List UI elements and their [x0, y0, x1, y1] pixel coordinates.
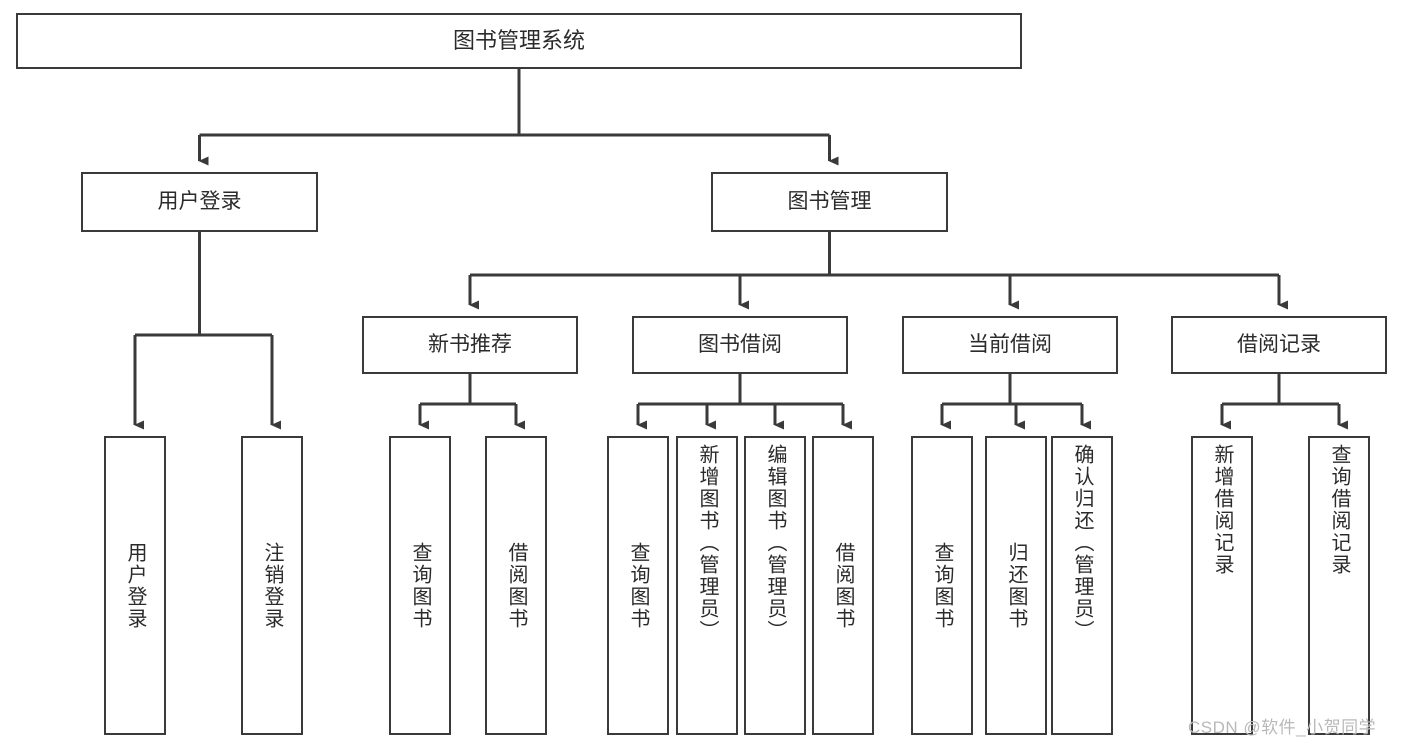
node-leaf-user-login[interactable]: 用户登录	[104, 436, 166, 735]
node-current-borrow[interactable]: 当前借阅	[902, 316, 1118, 374]
node-label: 确认归还（管理员）	[1071, 444, 1093, 642]
node-label: 新书推荐	[428, 332, 512, 356]
node-label: 归还图书	[1005, 541, 1027, 630]
node-label: 图书借阅	[698, 332, 782, 356]
node-label: 查询借阅记录	[1328, 444, 1350, 576]
node-leaf-query-book-3[interactable]: 查询图书	[911, 436, 973, 735]
node-leaf-return-book[interactable]: 归还图书	[985, 436, 1047, 735]
node-leaf-query-book-2[interactable]: 查询图书	[607, 436, 669, 735]
node-label: 查询图书	[931, 541, 953, 630]
node-borrow-record[interactable]: 借阅记录	[1171, 316, 1387, 374]
node-book-borrow[interactable]: 图书借阅	[632, 316, 848, 374]
node-label: 查询图书	[409, 541, 431, 630]
node-leaf-borrow-book-1[interactable]: 借阅图书	[485, 436, 547, 735]
node-leaf-confirm-return[interactable]: 确认归还（管理员）	[1051, 436, 1113, 735]
node-label: 用户登录	[157, 189, 242, 213]
node-user-login[interactable]: 用户登录	[81, 172, 318, 232]
node-book-manage[interactable]: 图书管理	[711, 172, 948, 232]
node-label: 编辑图书（管理员）	[764, 444, 786, 642]
node-leaf-add-book[interactable]: 新增图书（管理员）	[676, 436, 738, 735]
node-label: 查询图书	[627, 541, 649, 630]
node-label: 新增图书（管理员）	[696, 444, 718, 642]
node-label: 注销登录	[261, 541, 283, 630]
node-leaf-edit-book[interactable]: 编辑图书（管理员）	[744, 436, 806, 735]
node-label: 借阅记录	[1237, 332, 1321, 356]
node-label: 用户登录	[124, 541, 146, 630]
node-leaf-query-book-1[interactable]: 查询图书	[389, 436, 451, 735]
watermark-text: CSDN @软件_小贺同学	[1188, 718, 1377, 737]
node-label: 图书管理系统	[452, 28, 585, 54]
node-label: 借阅图书	[832, 541, 854, 630]
node-leaf-query-record[interactable]: 查询借阅记录	[1308, 436, 1370, 735]
node-label: 当前借阅	[968, 332, 1052, 356]
node-label: 借阅图书	[505, 541, 527, 630]
node-root[interactable]: 图书管理系统	[16, 13, 1022, 69]
node-leaf-add-record[interactable]: 新增借阅记录	[1191, 436, 1253, 735]
node-leaf-user-logout[interactable]: 注销登录	[241, 436, 303, 735]
node-leaf-borrow-book-2[interactable]: 借阅图书	[812, 436, 874, 735]
node-label: 新增借阅记录	[1211, 444, 1233, 576]
node-label: 图书管理	[787, 189, 872, 213]
node-new-book-recommend[interactable]: 新书推荐	[362, 316, 578, 374]
